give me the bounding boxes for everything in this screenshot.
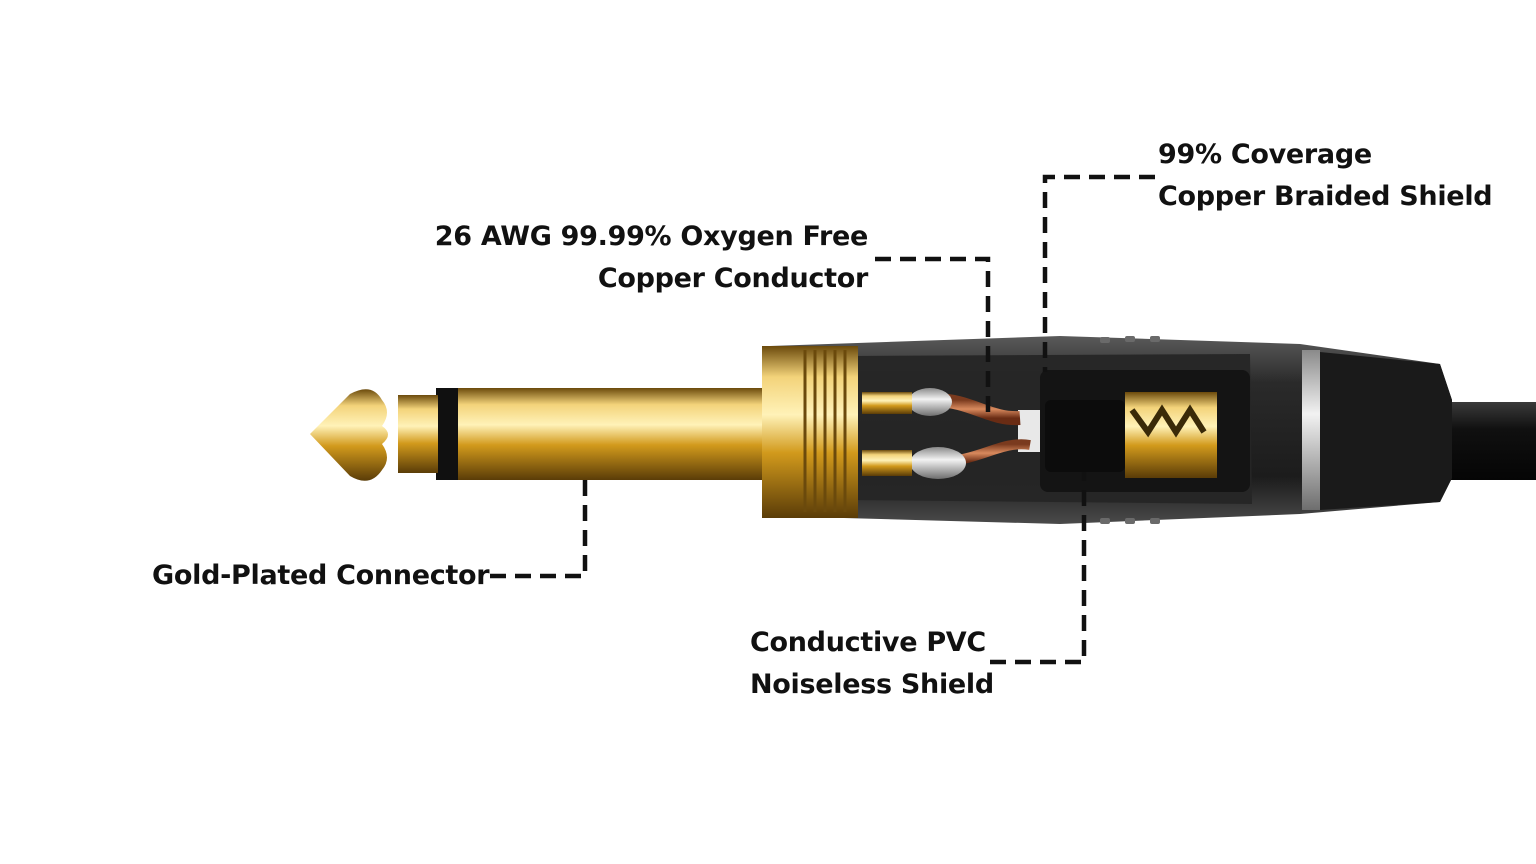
braid-crimp-mark [1129,404,1207,438]
housing-silver-ring [1302,350,1320,510]
callout-conductor: 26 AWG 99.99% Oxygen Free Copper Conduct… [434,216,869,300]
callout-pvc-shield: Conductive PVC Noiseless Shield [750,622,994,706]
strain-relief [1320,352,1452,510]
terminal-lug-upper [862,392,912,414]
insulator-ring [436,388,458,480]
callout-braided-shield-line2: Copper Braided Shield [1158,181,1493,212]
plug-sleeve [456,388,762,480]
threaded-collar [762,346,858,518]
housing-grip-ridges [1100,336,1160,524]
solder-joint-upper [908,388,952,416]
leader-lines [490,174,1155,665]
callout-connector: Gold-Plated Connector [152,555,490,597]
solder-joint-lower [910,447,966,479]
pvc-shield [1045,400,1125,472]
callout-connector-line1: Gold-Plated Connector [152,560,490,591]
callout-conductor-line1: 26 AWG 99.99% Oxygen Free [434,221,869,252]
leader-braided-shield [1042,174,1155,372]
leader-connector [490,478,588,579]
cable [1440,402,1536,480]
collar-threads [803,350,847,512]
callout-braided-shield-line1: 99% Coverage [1158,139,1372,170]
plug-tip [310,389,388,481]
callout-pvc-shield-line1: Conductive PVC [750,627,986,658]
callout-pvc-shield-line2: Noiseless Shield [750,669,994,700]
callout-braided-shield: 99% Coverage Copper Braided Shield [1158,134,1493,218]
plug-neck [398,395,438,473]
leader-pvc-shield [990,472,1087,665]
braid-ferrule [1125,392,1217,478]
terminal-lug-lower [862,450,912,476]
leader-conductor [875,256,991,415]
callout-conductor-line2: Copper Conductor [597,263,868,294]
